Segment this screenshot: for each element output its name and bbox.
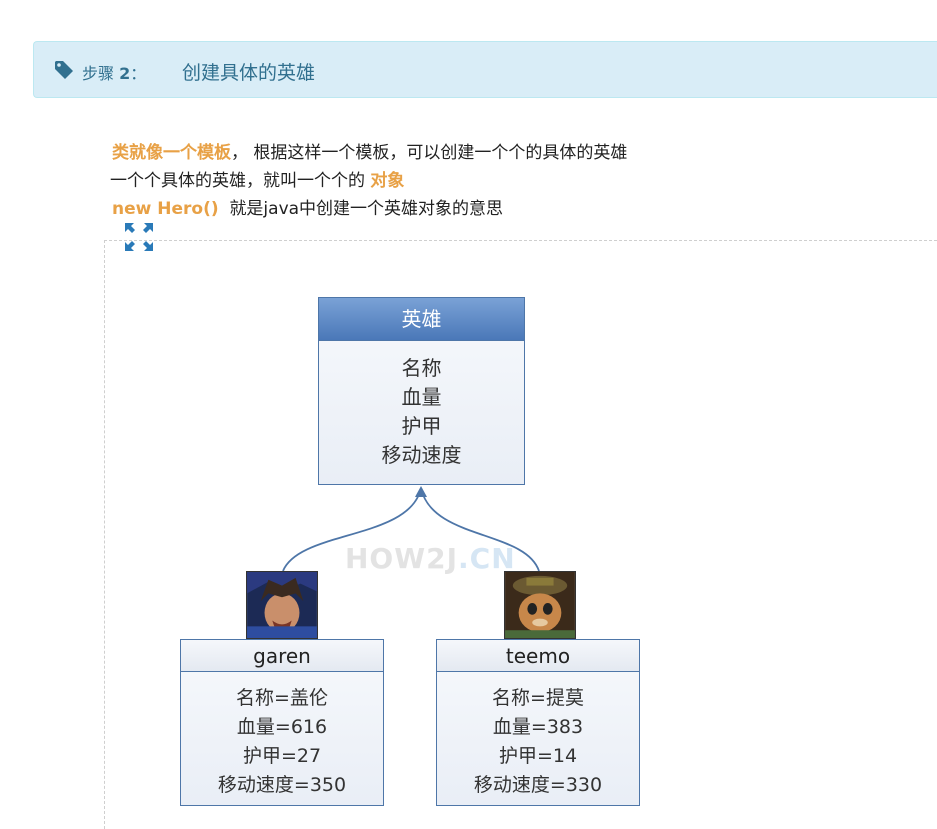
- diagram-container: [104, 240, 937, 829]
- object-fields: 名称=盖伦 血量=616 护甲=27 移动速度=350: [181, 672, 383, 800]
- object-field: 移动速度=330: [473, 774, 603, 796]
- object-field: 血量=616: [236, 716, 328, 738]
- object-field: 名称=提莫: [492, 687, 584, 709]
- class-name: 英雄: [319, 298, 524, 341]
- object-box-teemo: teemo 名称=提莫 血量=383 护甲=14 移动速度=330: [436, 639, 640, 806]
- class-field: 移动速度: [381, 443, 462, 467]
- object-field: 护甲=27: [242, 745, 322, 767]
- text-line-2: 一个个具体的英雄，就叫一个个的 对象: [110, 171, 405, 191]
- object-field: 移动速度=350: [217, 774, 347, 796]
- object-field: 血量=383: [492, 716, 584, 738]
- object-field: 护甲=14: [498, 745, 578, 767]
- arrow-head-icon: [415, 486, 427, 497]
- object-name: teemo: [437, 640, 639, 672]
- class-field: 名称: [401, 356, 442, 380]
- step-label: 步骤 2：: [82, 64, 147, 83]
- object-name: garen: [181, 640, 383, 672]
- teemo-avatar: [504, 571, 576, 639]
- class-field: 血量: [401, 385, 442, 409]
- text-line-1: 类就像一个模板， 根据这样一个模板，可以创建一个个的具体的英雄: [112, 143, 628, 163]
- tag-icon: [55, 61, 73, 79]
- class-box-hero: 英雄 名称 血量 护甲 移动速度: [318, 297, 525, 485]
- class-fields: 名称 血量 护甲 移动速度: [319, 341, 524, 470]
- step-header: 步骤 2： 创建具体的英雄: [33, 41, 937, 98]
- step-title: 创建具体的英雄: [182, 62, 316, 84]
- object-field: 名称=盖伦: [236, 687, 328, 709]
- text-line-3: new Hero() 就是java中创建一个英雄对象的意思: [112, 199, 504, 219]
- garen-avatar: [246, 571, 318, 639]
- expand-icon[interactable]: [124, 222, 154, 252]
- object-fields: 名称=提莫 血量=383 护甲=14 移动速度=330: [437, 672, 639, 800]
- watermark: HOW2J.CN: [345, 542, 516, 575]
- class-field: 护甲: [401, 414, 442, 438]
- object-box-garen: garen 名称=盖伦 血量=616 护甲=27 移动速度=350: [180, 639, 384, 806]
